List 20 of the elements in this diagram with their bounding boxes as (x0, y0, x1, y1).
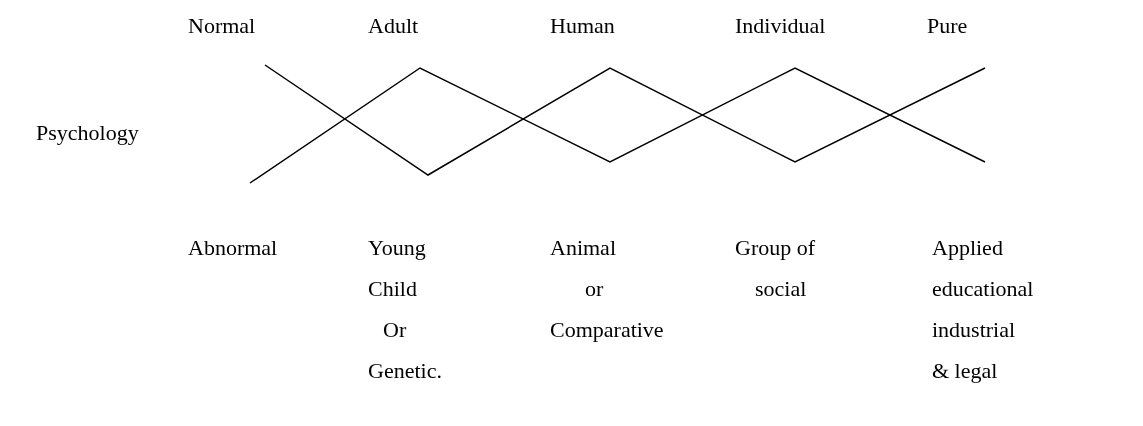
label-text: social (755, 276, 807, 302)
label-text: Applied (932, 235, 1003, 261)
label-text: Genetic. (368, 358, 442, 384)
label-text: Child (368, 276, 417, 302)
label-text: Comparative (550, 317, 664, 343)
label-text: Normal (188, 13, 256, 39)
label-text: Adult (368, 13, 419, 39)
label-text: or (585, 276, 604, 302)
label-text: Pure (927, 13, 968, 39)
label-text: Individual (735, 13, 826, 39)
label-text: Young (368, 235, 426, 261)
label-text: Group of (735, 235, 816, 261)
label-text: Abnormal (188, 235, 278, 261)
label-text: Human (550, 13, 615, 39)
label-text: Psychology (36, 120, 139, 146)
label-text: Animal (550, 235, 616, 261)
label-text: & legal (932, 358, 998, 384)
label-text: Or (383, 317, 407, 343)
label-text: educational (932, 276, 1034, 302)
label-text: industrial (932, 317, 1016, 343)
